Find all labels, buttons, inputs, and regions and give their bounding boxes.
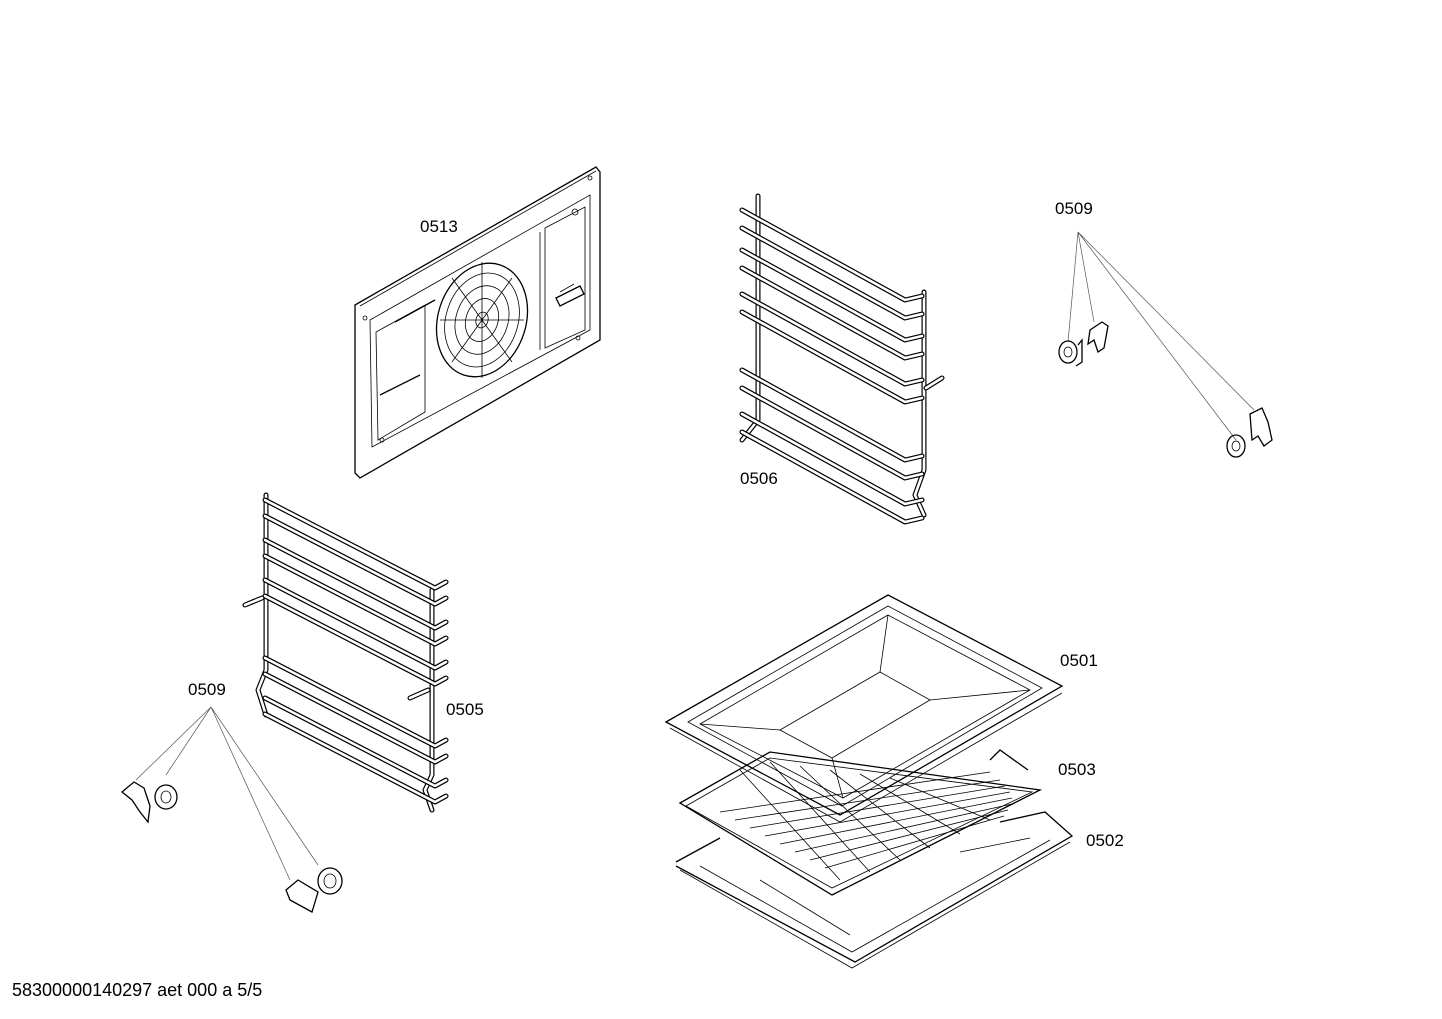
deep-tray-part: [664, 594, 1064, 823]
flat-tray-part: [675, 811, 1074, 969]
clips-bottom-part: [120, 706, 343, 913]
label-right-rack: 0506: [740, 469, 778, 488]
left-shelf-rack-part: [242, 492, 449, 813]
right-shelf-rack-part: [739, 193, 945, 522]
label-clips-bottom: 0509: [188, 680, 226, 699]
clips-top-part: [1058, 231, 1273, 458]
label-clips-top: 0509: [1055, 199, 1093, 218]
document-code: 58300000140297 aet 000 a 5/5: [12, 980, 263, 1000]
label-left-rack: 0505: [446, 700, 484, 719]
back-panel-part: [354, 166, 601, 479]
label-flat-tray: 0502: [1086, 831, 1124, 850]
label-wire-grid: 0503: [1058, 760, 1096, 779]
wire-grid-part: [678, 749, 1043, 896]
label-back-panel: 0513: [420, 217, 458, 236]
label-deep-tray: 0501: [1060, 651, 1098, 670]
